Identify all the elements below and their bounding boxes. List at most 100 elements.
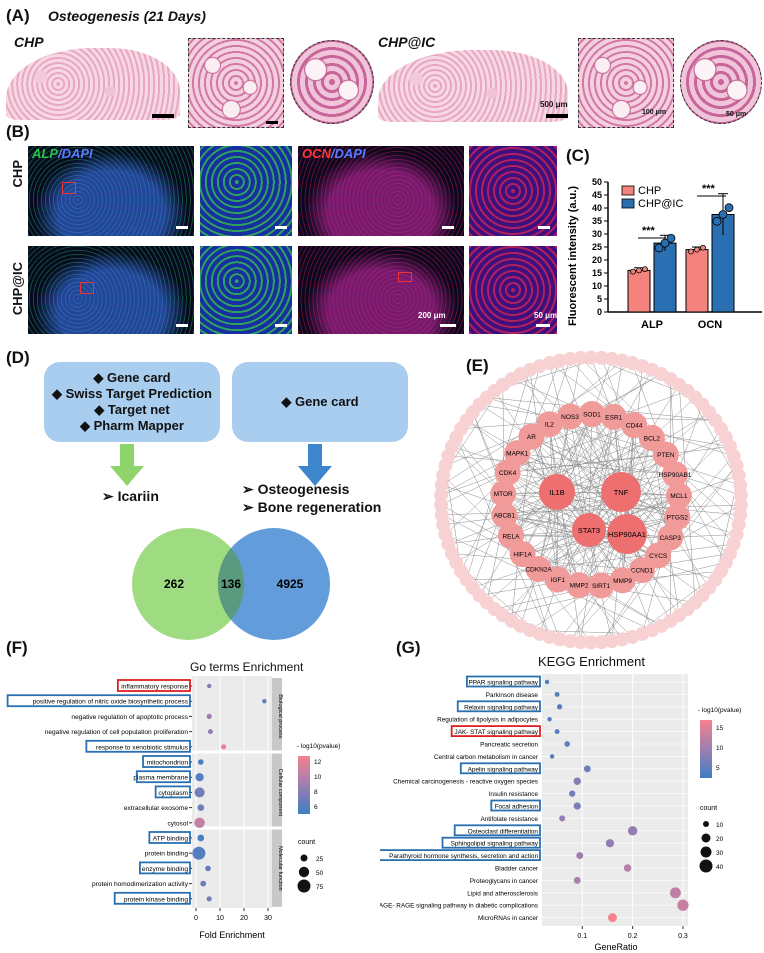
scale-100um: 100 μm xyxy=(642,109,667,116)
node-label: HSP90AB1 xyxy=(659,472,692,479)
count-dot xyxy=(701,833,711,843)
kegg-point xyxy=(564,741,571,747)
highlight-blue xyxy=(380,849,541,862)
network-node xyxy=(588,572,615,599)
data-point xyxy=(654,243,664,253)
kegg-point xyxy=(677,899,689,911)
node-label: IGF1 xyxy=(551,577,566,584)
venn-center-count: 136 xyxy=(221,577,241,591)
x-tick-label: 30 xyxy=(264,915,272,922)
node-label: RELA xyxy=(502,533,520,540)
data-point xyxy=(642,266,648,273)
count-dot xyxy=(700,846,712,858)
node-label: ABCB1 xyxy=(494,513,516,520)
kegg-point xyxy=(569,790,576,797)
kegg-point xyxy=(605,839,615,848)
go-point xyxy=(200,880,207,887)
y-tick-label: 25 xyxy=(592,242,602,252)
scale-bar xyxy=(275,324,287,327)
term-label: Sphingolipid signaling pathway xyxy=(451,841,539,848)
roi-box xyxy=(398,272,412,282)
highlight-blue xyxy=(6,694,191,708)
kegg-point xyxy=(556,704,563,710)
node-label: ESR1 xyxy=(605,414,622,421)
data-point xyxy=(712,216,722,226)
panel-label-c: (C) xyxy=(566,146,590,165)
kegg-title: KEGG Enrichment xyxy=(538,654,645,669)
panel-label-b: (B) xyxy=(6,122,30,141)
alp-dapi-label: ALP/DAPI xyxy=(32,146,93,161)
flow-arrows xyxy=(110,444,332,486)
x-axis-label: GeneRatio xyxy=(594,942,637,952)
highlight-blue xyxy=(466,675,541,688)
kegg-point xyxy=(576,852,584,860)
network-node xyxy=(544,566,571,593)
kegg-point xyxy=(554,729,560,735)
he-zoom-chp xyxy=(188,38,284,128)
group-label-chp: CHP xyxy=(14,34,44,50)
plot-panel xyxy=(542,674,688,926)
highlight-blue xyxy=(85,739,191,753)
result-right: ➢ Osteogenesis ➢ Bone regeneration xyxy=(242,480,381,516)
he-slide-chp-ic xyxy=(378,50,568,122)
node-label: AR xyxy=(527,434,536,441)
scale-bar xyxy=(176,324,188,327)
node-label: PTGS2 xyxy=(667,514,689,521)
x-tick-label: OCN xyxy=(698,319,723,331)
sig-ocn: *** xyxy=(702,183,716,195)
row-label-chp-ic: CHP@IC xyxy=(10,262,25,316)
y-tick-label: 0 xyxy=(597,307,602,317)
go-point xyxy=(262,699,267,704)
facet-strip xyxy=(272,678,282,755)
outer-node xyxy=(573,350,588,365)
fluor-alp-chp xyxy=(28,146,194,236)
scale-200um: 200 μm xyxy=(418,311,446,320)
hub-label: IL1B xyxy=(549,488,564,497)
kegg-point xyxy=(608,913,617,923)
right-source-box: ◆ Gene card xyxy=(232,362,408,442)
node-label: IL2 xyxy=(545,422,554,429)
highlight-blue xyxy=(490,799,541,812)
term-label: Parkinson disease xyxy=(486,692,539,699)
scale-bar xyxy=(176,226,188,229)
count-dot xyxy=(703,821,709,827)
term-label: Apelin signaling pathway xyxy=(468,766,539,773)
go-point xyxy=(197,759,204,765)
network-node xyxy=(600,403,627,430)
network-node xyxy=(566,572,593,599)
data-point xyxy=(718,210,728,219)
term-label: Central carbon metabolism in cancer xyxy=(434,754,539,761)
term-label: Chemical carcinogenesis - reactive oxyge… xyxy=(393,779,538,786)
group-label-chp-ic: CHP@IC xyxy=(378,34,436,50)
node-label: MMP2 xyxy=(570,583,589,590)
source-item: ◆ Swiss Target Prediction xyxy=(51,386,213,401)
outer-node xyxy=(434,497,449,512)
legend-tick: 10 xyxy=(716,745,724,752)
network-node xyxy=(652,441,679,468)
data-point xyxy=(630,268,636,275)
count-tick: 20 xyxy=(716,836,724,843)
legend-title: - log10(pvalue) xyxy=(297,743,340,750)
kegg-point xyxy=(559,815,566,822)
y-tick-label: 35 xyxy=(592,216,602,226)
network-node xyxy=(628,557,655,584)
term-label: Focal adhesion xyxy=(495,804,539,811)
highlight-blue xyxy=(456,700,541,713)
facet-label: Biological process xyxy=(277,694,283,739)
highlight-red xyxy=(116,679,191,692)
network-node xyxy=(609,567,636,594)
term-label: negative regulation of cell population p… xyxy=(45,729,189,736)
network-node xyxy=(664,503,691,530)
network-node xyxy=(557,403,584,430)
node-label: CD44 xyxy=(626,423,643,430)
network-node xyxy=(497,522,524,549)
go-point xyxy=(192,846,206,860)
count-tick: 10 xyxy=(716,822,724,829)
legend-label: CHP xyxy=(638,185,661,197)
count-dot xyxy=(300,854,308,862)
highlight-blue xyxy=(459,762,541,775)
term-label: AGE- RAGE signaling pathway in diabetic … xyxy=(380,903,538,910)
count-tick: 50 xyxy=(316,870,324,877)
